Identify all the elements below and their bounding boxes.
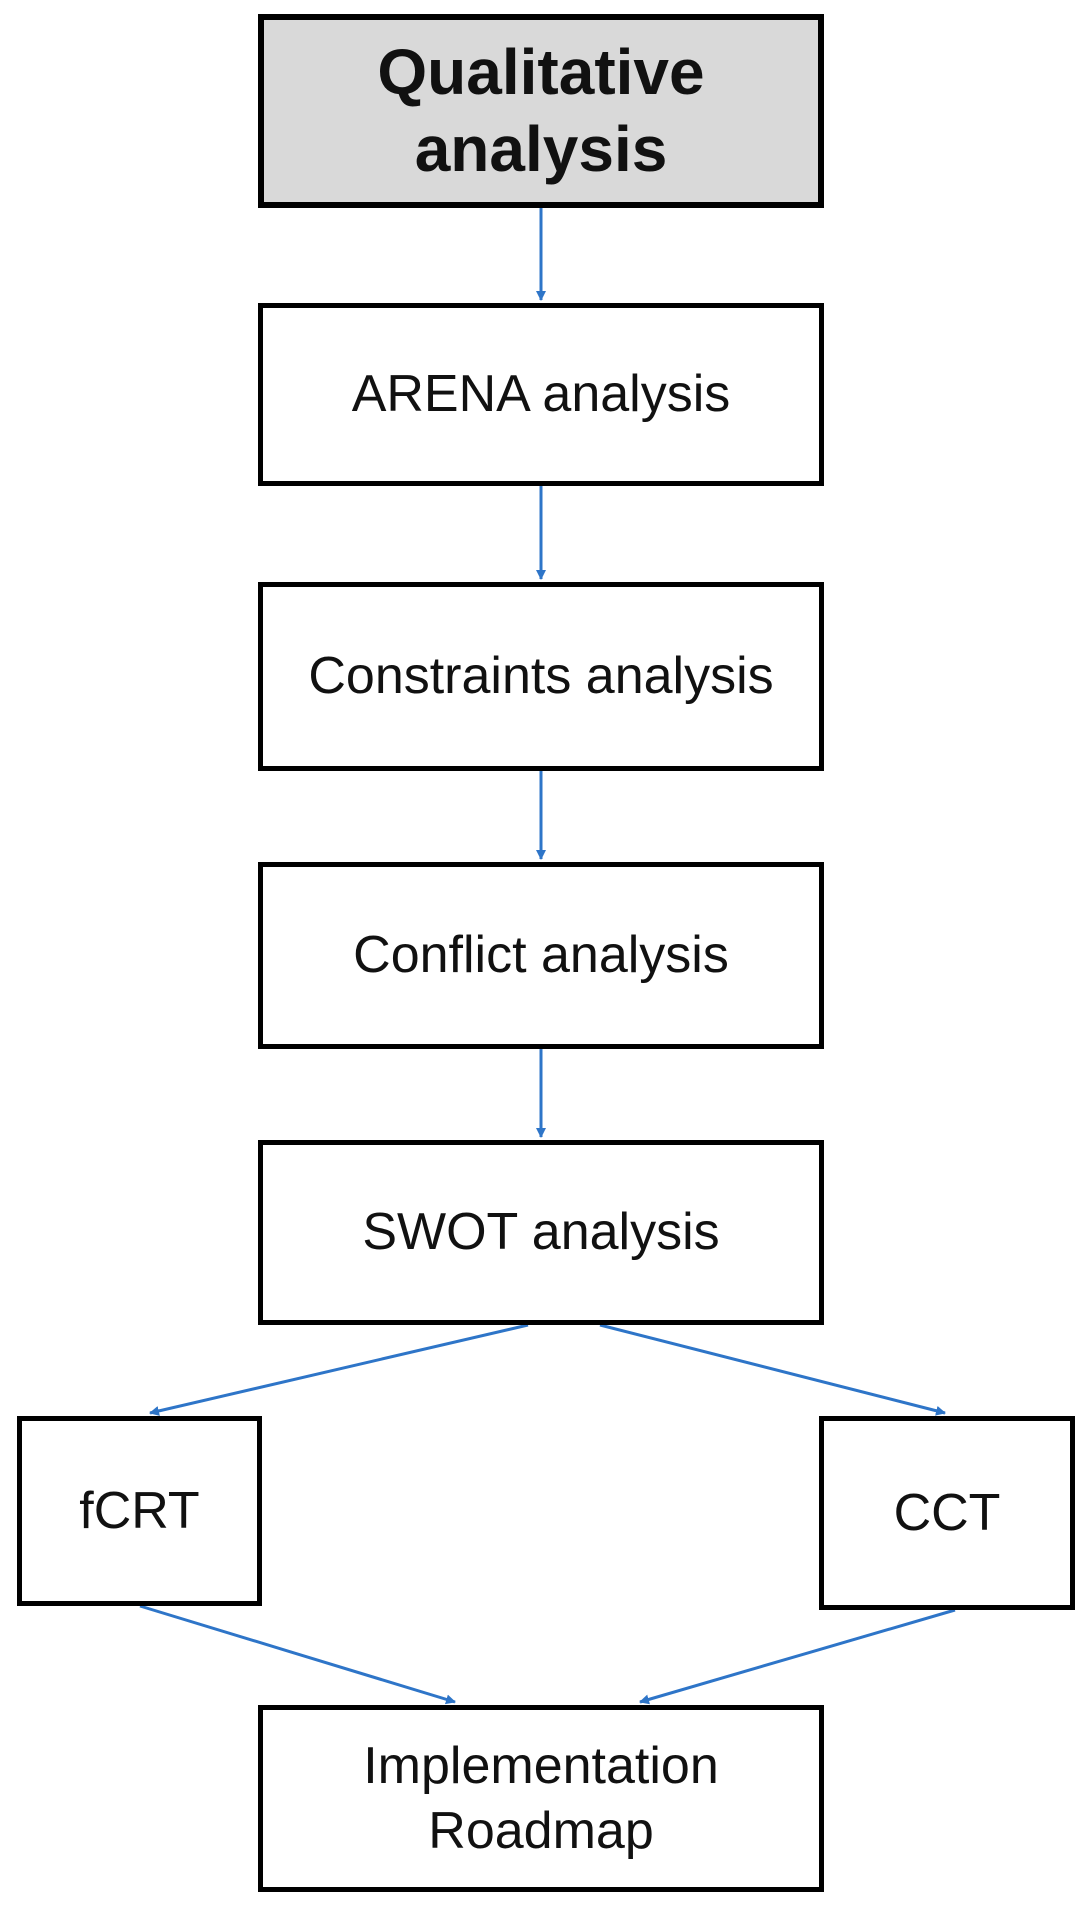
qualitative-analysis-label: Qualitative analysis: [377, 36, 705, 185]
conflict-analysis-label: Conflict analysis: [353, 926, 729, 984]
implementation-roadmap-box: Implementation Roadmap: [258, 1705, 824, 1892]
fcrt-label: fCRT: [79, 1481, 200, 1540]
cct-label: CCT: [893, 1483, 1001, 1542]
arrow-cct-to-roadmap: [639, 1608, 956, 1705]
implementation-roadmap-label: Implementation Roadmap: [363, 1736, 719, 1860]
constraints-analysis-box: Constraints analysis: [258, 582, 824, 771]
arena-analysis-label: ARENA analysis: [351, 365, 731, 423]
swot-analysis-box: SWOT analysis: [258, 1140, 824, 1325]
fcrt-box: fCRT: [17, 1416, 262, 1606]
arrow-fcrt-to-roadmap: [139, 1604, 456, 1705]
qualitative-analysis-box: Qualitative analysis: [258, 14, 824, 208]
cct-box: CCT: [819, 1416, 1075, 1610]
constraints-analysis-label: Constraints analysis: [308, 647, 774, 705]
conflict-analysis-box: Conflict analysis: [258, 862, 824, 1049]
arrow-swot-to-fcrt: [149, 1323, 529, 1416]
swot-analysis-label: SWOT analysis: [362, 1203, 720, 1261]
arena-analysis-box: ARENA analysis: [258, 303, 824, 486]
arrow-swot-to-cct: [599, 1323, 946, 1416]
